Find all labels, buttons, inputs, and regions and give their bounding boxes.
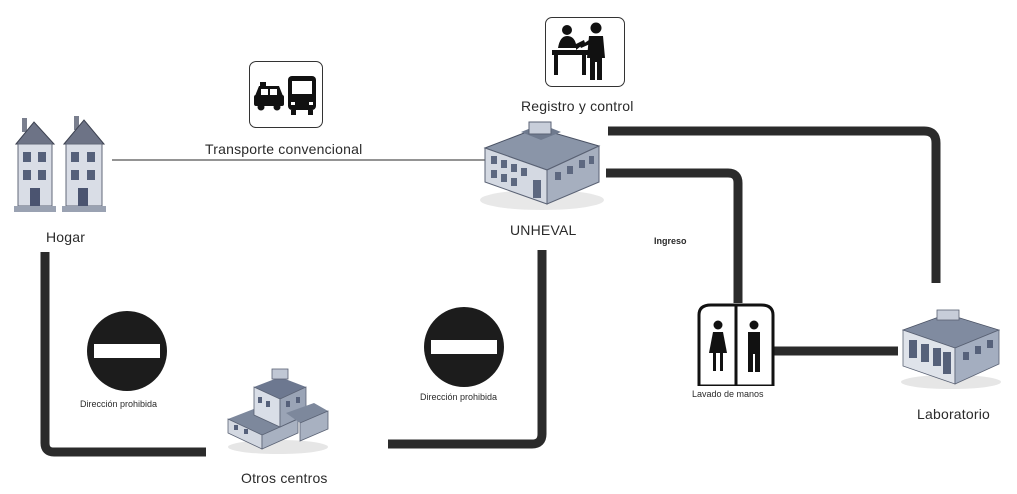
university-building-icon bbox=[477, 112, 607, 212]
lavado-label: Lavado de manos bbox=[692, 389, 764, 399]
taxi-bus-icon bbox=[249, 61, 323, 128]
house-right bbox=[62, 116, 106, 212]
houses-icon bbox=[8, 110, 112, 220]
path-hogar-otros bbox=[40, 252, 206, 457]
house-left bbox=[14, 118, 56, 212]
bus-icon bbox=[288, 76, 316, 115]
registro-label: Registro y control bbox=[521, 98, 634, 114]
path-registro-laboratorio bbox=[608, 126, 941, 283]
restroom-icon bbox=[697, 303, 775, 388]
taxi-icon bbox=[254, 82, 284, 111]
path-unheval-lavado bbox=[606, 168, 743, 303]
prohibida-right-label: Dirección prohibida bbox=[420, 392, 498, 402]
path-otros-unheval bbox=[388, 250, 547, 449]
prohibida-left-label: Dirección prohibida bbox=[80, 399, 158, 409]
laboratory-building-icon bbox=[897, 300, 1005, 390]
office-complex-icon bbox=[224, 363, 332, 455]
transporte-label: Transporte convencional bbox=[205, 141, 363, 157]
unheval-label: UNHEVAL bbox=[510, 222, 577, 238]
no-entry-sign-icon bbox=[86, 310, 168, 392]
ingreso-label: Ingreso bbox=[654, 236, 687, 246]
laboratorio-label: Laboratorio bbox=[917, 406, 991, 422]
man-icon bbox=[748, 320, 760, 372]
reception-desk-icon bbox=[545, 17, 625, 87]
hogar-label: Hogar bbox=[46, 229, 86, 245]
otros-label: Otros centros bbox=[241, 470, 328, 486]
no-entry-sign-icon bbox=[423, 306, 505, 388]
woman-icon bbox=[709, 320, 727, 371]
